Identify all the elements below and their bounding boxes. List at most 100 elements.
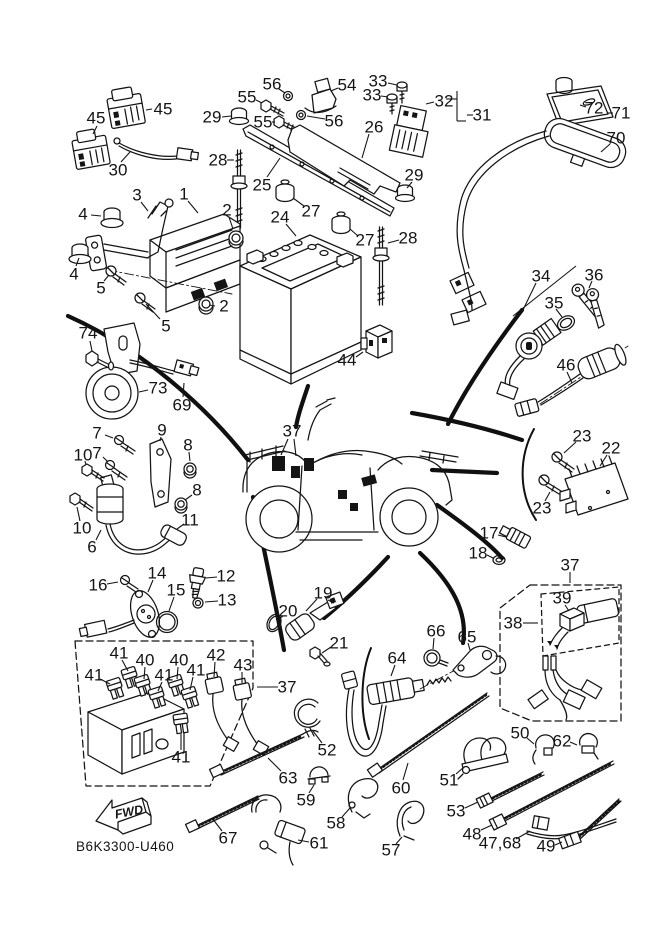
bracket-65 xyxy=(452,645,507,678)
cap-72 xyxy=(555,76,596,106)
leader-41 xyxy=(189,676,194,691)
damper-27b xyxy=(331,211,351,235)
callout-10: 10 xyxy=(73,519,92,538)
leader-65 xyxy=(467,642,471,651)
leader-74 xyxy=(89,340,93,352)
callout-8: 8 xyxy=(183,436,192,455)
leader-extra xyxy=(512,265,577,317)
callout-63: 63 xyxy=(279,769,298,788)
clamp-52 xyxy=(293,698,321,738)
atv-vehicle xyxy=(242,397,459,553)
oring-20 xyxy=(266,613,282,633)
leader-32 xyxy=(425,101,435,105)
bolt-10b xyxy=(69,492,94,512)
leader-39 xyxy=(564,604,570,612)
screw-16 xyxy=(119,574,139,593)
callout-12: 12 xyxy=(217,567,236,586)
leader-37 xyxy=(280,438,289,456)
screw-5b xyxy=(134,292,156,313)
callout-54: 54 xyxy=(338,76,357,95)
callout-11: 11 xyxy=(181,511,199,530)
leader-73 xyxy=(138,389,149,393)
leader-26 xyxy=(361,133,370,159)
leader-extra xyxy=(327,599,335,604)
leader-19 xyxy=(305,598,318,612)
leader-23 xyxy=(563,441,577,454)
leader-48 xyxy=(480,824,493,831)
flange-nut-29b xyxy=(394,184,416,203)
callout-30: 30 xyxy=(109,161,128,180)
callout-5: 5 xyxy=(96,279,105,298)
leader-23 xyxy=(544,491,551,502)
callout-41: 41 xyxy=(85,666,104,685)
leader-64 xyxy=(390,664,396,677)
callout-74: 74 xyxy=(79,324,98,343)
keys-36 xyxy=(571,283,605,329)
leader-69 xyxy=(182,382,185,398)
callout-42: 42 xyxy=(207,646,226,665)
callout-51: 51 xyxy=(440,771,459,790)
leader-27 xyxy=(292,197,305,207)
callout-31: 31 xyxy=(473,106,492,125)
callout-41: 41 xyxy=(172,748,191,767)
leader-57 xyxy=(395,836,403,845)
cable-tie-67 xyxy=(184,795,260,834)
callout-16: 16 xyxy=(89,576,108,595)
callout-25: 25 xyxy=(253,176,272,195)
callout-23: 23 xyxy=(573,427,592,446)
leader-35 xyxy=(555,308,563,318)
leader-9 xyxy=(159,436,162,442)
callout-13: 13 xyxy=(218,591,237,610)
clamp-58 xyxy=(347,777,379,819)
cable-tie-49 xyxy=(558,798,622,850)
leader-15 xyxy=(168,596,175,612)
callout-58: 58 xyxy=(327,814,346,833)
plug-cap-11 xyxy=(105,523,187,555)
meter-assembly-70 xyxy=(543,117,627,169)
callout-41: 41 xyxy=(187,661,206,680)
ecu-unit-1 xyxy=(149,213,241,313)
leader-40 xyxy=(143,666,146,680)
leader-8 xyxy=(188,451,191,462)
callout-53: 53 xyxy=(447,802,466,821)
callout-36: 36 xyxy=(585,266,604,285)
callout-7: 7 xyxy=(92,444,101,463)
leader-16 xyxy=(106,581,119,585)
leader-51 xyxy=(455,766,465,775)
leader-12 xyxy=(205,576,218,579)
cable-tie-53 xyxy=(475,771,545,809)
callout-67: 67 xyxy=(219,829,238,848)
leader-72 xyxy=(579,104,587,108)
leader-21 xyxy=(321,646,332,654)
callout-70: 70 xyxy=(607,129,626,148)
callout-43: 43 xyxy=(234,656,253,675)
leader-50 xyxy=(526,737,535,745)
leader-62 xyxy=(569,741,578,746)
cable-tie-60 xyxy=(366,692,490,778)
callout-62: 62 xyxy=(553,732,572,751)
leader-1 xyxy=(187,200,199,214)
leader-2 xyxy=(228,216,234,230)
washer-13 xyxy=(192,597,204,609)
connector-39 xyxy=(547,607,585,650)
relay-unit-45a xyxy=(106,86,146,130)
relay-unit-45b xyxy=(71,128,111,170)
bolt-66 xyxy=(423,649,449,667)
ecu-bracket-3 xyxy=(85,198,233,295)
leader-25 xyxy=(266,157,281,178)
bolt-33a xyxy=(396,81,408,104)
horn-73 xyxy=(85,322,141,420)
leader-61 xyxy=(297,839,310,843)
callout-5: 5 xyxy=(161,317,170,336)
leader-22 xyxy=(599,454,608,467)
coil-bracket-9 xyxy=(149,438,172,508)
leader-24 xyxy=(285,223,297,237)
battery-plate-26 xyxy=(287,124,401,195)
callout-41: 41 xyxy=(110,644,129,663)
callout-47,68: 47,68 xyxy=(479,834,522,853)
callout-49: 49 xyxy=(537,837,556,856)
speed-sensor-19 xyxy=(285,591,345,641)
leader-41 xyxy=(121,659,129,672)
sensor-17 xyxy=(498,525,532,549)
